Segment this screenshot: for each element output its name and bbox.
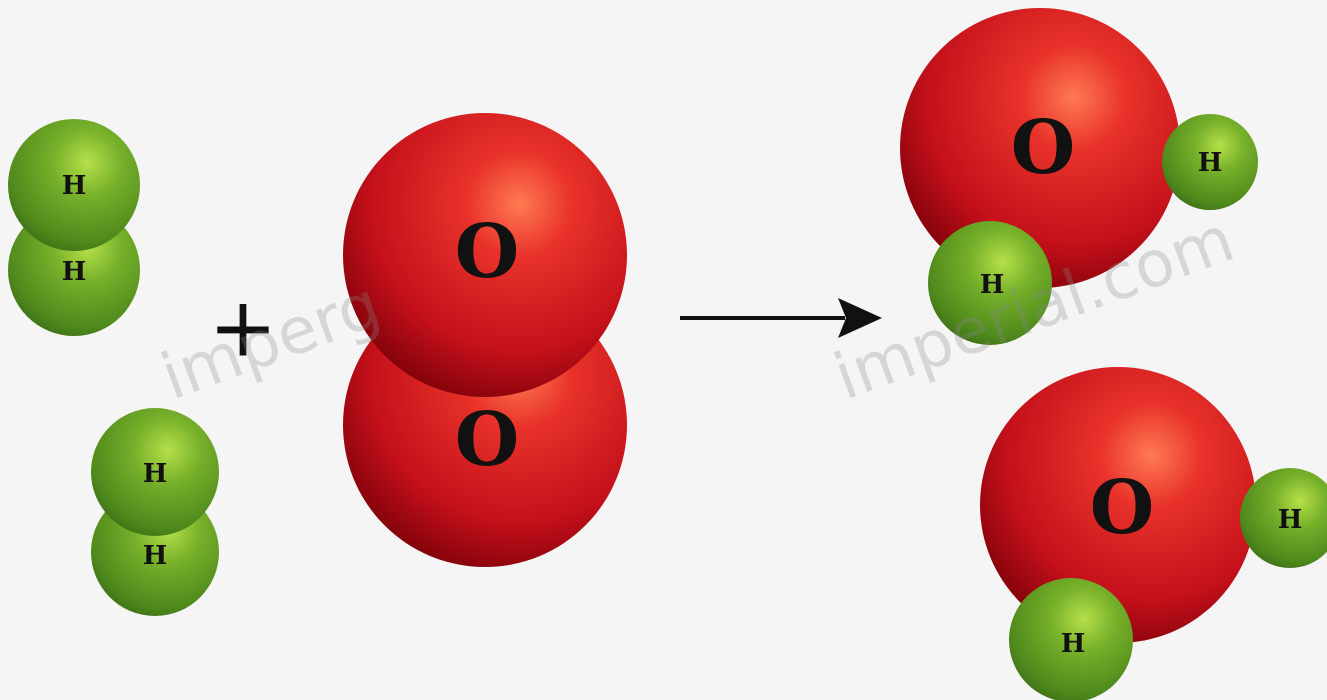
- oxygen-label: O: [455, 397, 519, 483]
- water-molecule-1: O H H: [900, 8, 1258, 345]
- hydrogen-atom: [1162, 114, 1258, 210]
- plus-sign: +: [209, 281, 278, 376]
- hydrogen-label: H: [143, 541, 168, 571]
- hydrogen-molecule-1: H H: [8, 119, 140, 336]
- hydrogen-label: H: [143, 459, 168, 489]
- water-molecule-2: O H H: [980, 367, 1327, 700]
- oxygen-label: O: [1011, 105, 1075, 191]
- oxygen-atom: [900, 8, 1180, 288]
- hydrogen-label: H: [62, 171, 87, 201]
- oxygen-label: O: [1090, 465, 1154, 551]
- hydrogen-molecule-2: H H: [91, 408, 219, 616]
- hydrogen-atom: [1009, 578, 1133, 700]
- hydrogen-label: H: [1061, 629, 1086, 659]
- hydrogen-label: H: [980, 270, 1005, 300]
- hydrogen-atom: [8, 119, 140, 251]
- hydrogen-atom: [1240, 468, 1327, 568]
- hydrogen-label: H: [62, 257, 87, 287]
- right-arrow-icon: [680, 298, 882, 338]
- oxygen-label: O: [455, 209, 519, 295]
- hydrogen-label: H: [1278, 505, 1303, 535]
- hydrogen-atom: [91, 408, 219, 536]
- hydrogen-label: H: [1198, 148, 1223, 178]
- oxygen-molecule: O O: [343, 113, 627, 567]
- oxygen-atom: [343, 113, 627, 397]
- oxygen-atom: [980, 367, 1256, 643]
- hydrogen-atom: [928, 221, 1052, 345]
